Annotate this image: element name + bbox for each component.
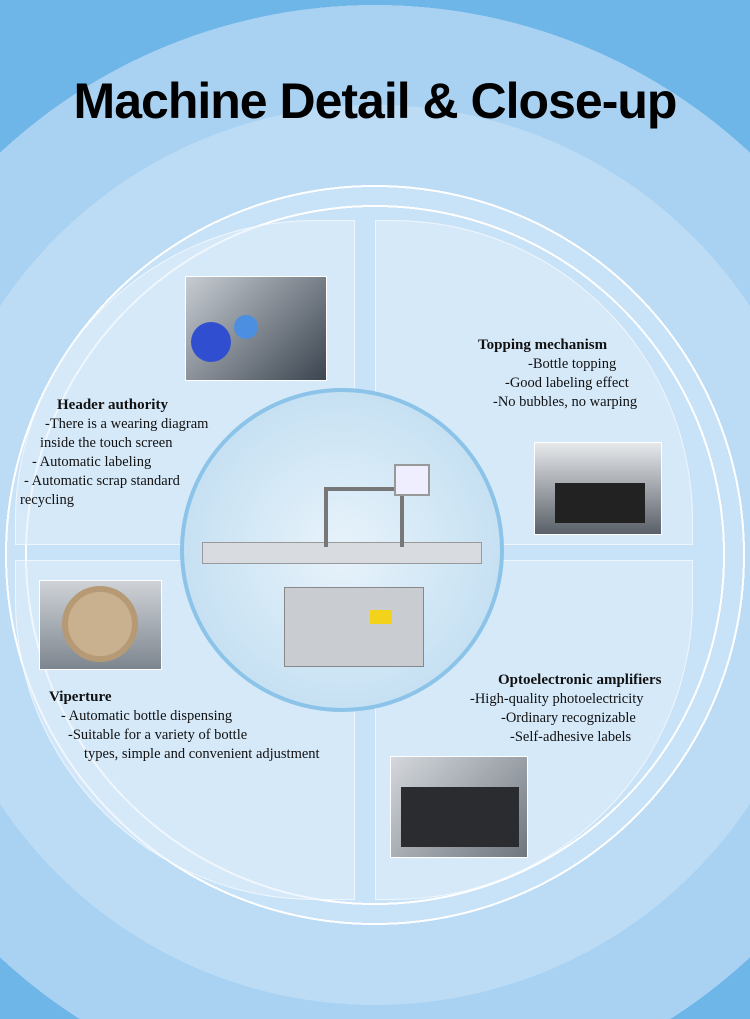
section-header-authority: Header authority -There is a wearing dia… xyxy=(20,396,208,510)
section-line: types, simple and convenient adjustment xyxy=(84,746,320,762)
section-line: -Good labeling effect xyxy=(505,375,629,391)
section-line: -Self-adhesive labels xyxy=(510,729,632,745)
section-line: - Automatic scrap standard xyxy=(24,473,180,489)
page-title: Machine Detail & Close-up xyxy=(73,73,678,129)
labeling-machine-photo xyxy=(180,388,504,712)
section-line: -Ordinary recognizable xyxy=(501,710,636,726)
section-topping-mechanism: Topping mechanism -Bottle topping -Good … xyxy=(478,336,637,412)
header-authority-photo xyxy=(185,276,327,381)
section-line: - Automatic bottle dispensing xyxy=(61,708,233,724)
section-line: -High-quality photoelectricity xyxy=(470,691,644,707)
section-heading: Topping mechanism xyxy=(478,337,608,353)
section-line: -There is a wearing diagram xyxy=(45,416,209,432)
section-line: recycling xyxy=(20,492,74,508)
section-heading: Header authority xyxy=(57,397,168,413)
section-optoelectronic-amplifiers: Optoelectronic amplifiers -High-quality … xyxy=(470,671,661,747)
section-line: -Suitable for a variety of bottle xyxy=(68,727,248,743)
section-line: - Automatic labeling xyxy=(32,454,152,470)
section-viperture: Viperture - Automatic bottle dispensing … xyxy=(49,688,320,764)
section-line: -No bubbles, no warping xyxy=(493,394,638,410)
section-line: -Bottle topping xyxy=(528,356,617,372)
amplifier-photo xyxy=(390,756,528,858)
viperture-photo xyxy=(39,580,162,670)
section-heading: Optoelectronic amplifiers xyxy=(498,672,662,688)
section-heading: Viperture xyxy=(49,689,112,705)
section-line: inside the touch screen xyxy=(40,435,173,451)
topping-mechanism-photo xyxy=(534,442,662,535)
